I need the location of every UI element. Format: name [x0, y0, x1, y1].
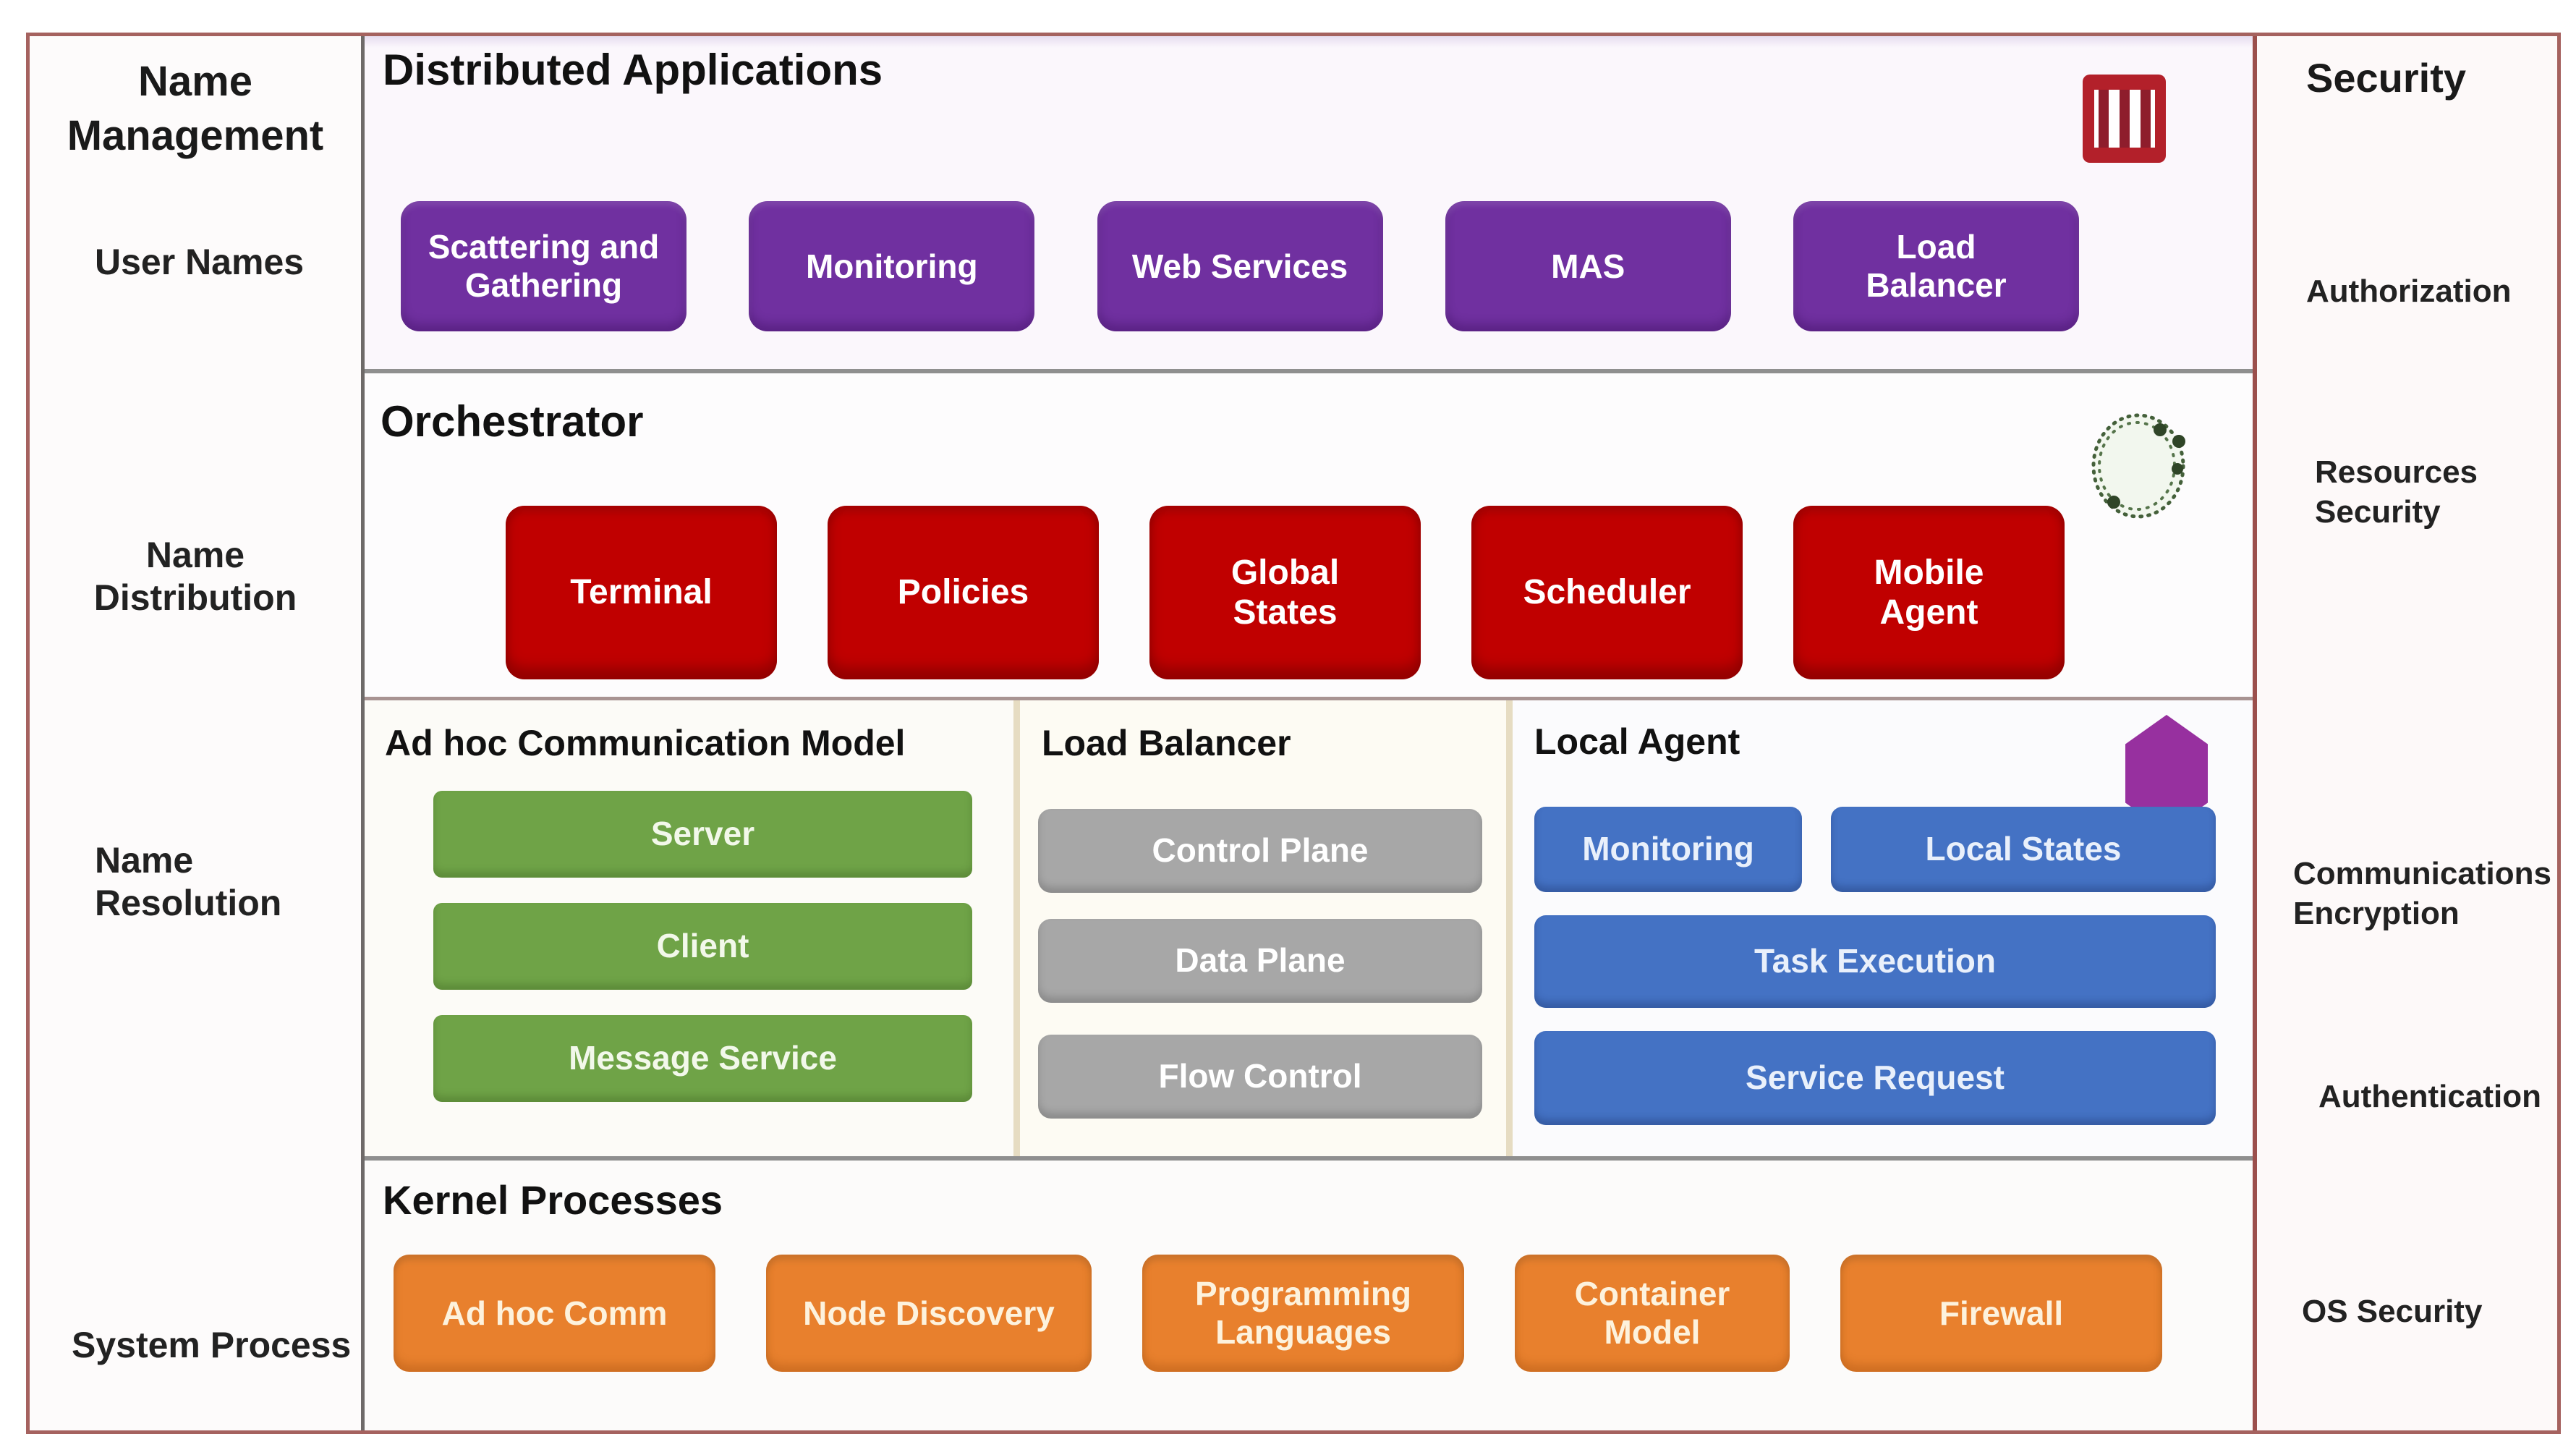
box-global-states: Global States	[1149, 506, 1421, 679]
panel-adhoc-communication-model: Ad hoc Communication Model Server Client…	[365, 700, 1020, 1156]
box-monitoring-local: Monitoring	[1534, 807, 1802, 892]
box-node-discovery: Node Discovery	[766, 1255, 1092, 1372]
distributed-applications-boxes: Scattering and Gathering Monitoring Web …	[401, 201, 2079, 331]
box-load-balancer-app: Load Balancer	[1793, 201, 2079, 331]
label-user-names: User Names	[95, 242, 305, 282]
label-communications-encryption: Communications Encryption	[2293, 856, 2551, 931]
red-bars-icon-inner	[2093, 90, 2155, 148]
security-title: Security	[2306, 55, 2466, 101]
box-programming-languages: Programming Languages	[1142, 1255, 1464, 1372]
box-mas: MAS	[1445, 201, 1731, 331]
label-system-process: System Process	[72, 1325, 352, 1365]
orchestrator-boxes: Terminal Policies Global States Schedule…	[506, 506, 2065, 679]
architecture-layers: Distributed Applications Scattering and …	[365, 36, 2253, 1430]
box-policies: Policies	[828, 506, 1099, 679]
red-bars-icon	[2083, 75, 2166, 163]
box-client: Client	[433, 903, 972, 990]
box-container-model: Container Model	[1515, 1255, 1790, 1372]
box-firewall: Firewall	[1840, 1255, 2162, 1372]
panel-load-balancer: Load Balancer Control Plane Data Plane F…	[1020, 700, 1513, 1156]
label-os-security: OS Security	[2302, 1294, 2483, 1329]
box-task-execution: Task Execution	[1534, 915, 2216, 1008]
architecture-diagram: Name Management User Names Name Distribu…	[26, 33, 2561, 1434]
kernel-processes-boxes: Ad hoc Comm Node Discovery Programming L…	[394, 1255, 2162, 1372]
box-data-plane: Data Plane	[1038, 919, 1482, 1003]
local-agent-title: Local Agent	[1534, 721, 1740, 762]
box-terminal: Terminal	[506, 506, 777, 679]
security-column: Security Authorization Resources Securit…	[2253, 36, 2557, 1430]
box-scattering-and-gathering: Scattering and Gathering	[401, 201, 686, 331]
adhoc-title: Ad hoc Communication Model	[385, 723, 906, 763]
box-flow-control: Flow Control	[1038, 1035, 1482, 1119]
distributed-applications-title: Distributed Applications	[383, 46, 883, 94]
label-authentication: Authentication	[2318, 1079, 2541, 1114]
label-authorization: Authorization	[2306, 273, 2512, 309]
box-monitoring-app: Monitoring	[749, 201, 1035, 331]
label-resources-security: Resources Security	[2315, 454, 2478, 530]
box-message-service: Message Service	[433, 1015, 972, 1102]
box-mobile-agent: Mobile Agent	[1793, 506, 2065, 679]
load-balancer-title: Load Balancer	[1042, 723, 1291, 763]
section-middle-row: Ad hoc Communication Model Server Client…	[365, 700, 2253, 1161]
name-management-title: Name Management	[67, 58, 324, 160]
label-name-resolution: Name Resolution	[95, 840, 282, 923]
box-server: Server	[433, 791, 972, 878]
orchestrator-title: Orchestrator	[381, 397, 644, 446]
box-ad-hoc-comm: Ad hoc Comm	[394, 1255, 715, 1372]
box-scheduler: Scheduler	[1471, 506, 1743, 679]
box-service-request: Service Request	[1534, 1031, 2216, 1125]
label-name-distribution: Name Distribution	[93, 535, 297, 618]
section-distributed-applications: Distributed Applications Scattering and …	[365, 36, 2253, 373]
box-control-plane: Control Plane	[1038, 809, 1482, 893]
name-management-column: Name Management User Names Name Distribu…	[30, 36, 365, 1430]
box-local-states: Local States	[1831, 807, 2216, 892]
box-web-services: Web Services	[1097, 201, 1383, 331]
panel-local-agent: Local Agent Monitoring Local States Task…	[1513, 700, 2253, 1156]
section-orchestrator: Orchestrator Terminal Policies Global St…	[365, 373, 2253, 700]
section-kernel-processes: Kernel Processes Ad hoc Comm Node Discov…	[365, 1161, 2253, 1430]
sketch-circle-icon	[2091, 413, 2185, 519]
kernel-processes-title: Kernel Processes	[383, 1177, 723, 1223]
